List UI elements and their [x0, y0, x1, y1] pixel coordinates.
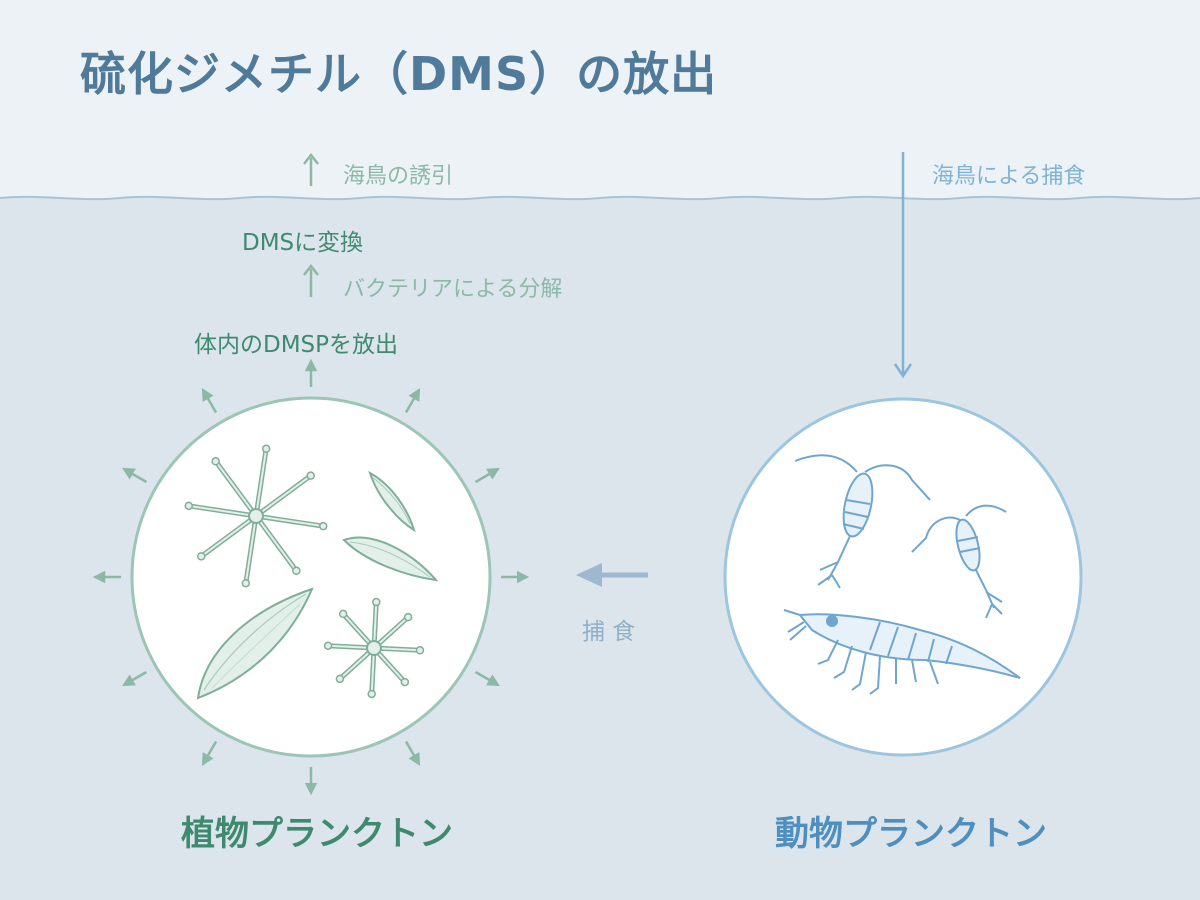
release-arrow: [121, 670, 148, 687]
arrow-down-seabird-predation: [893, 152, 913, 379]
dmsp-release-label: 体内のDMSPを放出: [194, 332, 399, 358]
release-arrow: [404, 740, 421, 767]
release-arrow: [121, 467, 148, 484]
dms-conversion-label: DMSに変換: [242, 230, 364, 256]
diatom-star-icon: [323, 597, 425, 699]
sky-area: [0, 0, 1200, 198]
krill-icon: [783, 609, 1021, 695]
page-title: 硫化ジメチル（DMS）の放出: [80, 47, 718, 101]
arrow-up-seabird: [303, 152, 319, 186]
seabird-attraction-label: 海鳥の誘引: [343, 164, 454, 189]
release-arrow: [201, 740, 218, 767]
bacterial-decomposition-label: バクテリアによる分解: [343, 277, 563, 302]
zooplankton-caption: 動物プランクトン: [775, 814, 1047, 854]
phytoplankton-caption: 植物プランクトン: [181, 814, 453, 854]
dmsp-release-arrows: [92, 358, 530, 796]
copepod-icon: [794, 454, 931, 589]
pennate-diatom-icon: [196, 587, 314, 700]
release-arrow: [474, 670, 501, 687]
water-surface: [0, 195, 1200, 201]
release-arrow: [201, 387, 218, 414]
predation-label: 捕 食: [582, 619, 636, 645]
arrow-left-predation: [576, 563, 648, 587]
release-arrow: [474, 467, 501, 484]
arrow-up-bacteria: [303, 263, 319, 297]
pennate-diatom-icon: [368, 470, 416, 533]
diatom-star-icon: [184, 444, 328, 588]
release-arrow: [404, 387, 421, 414]
pennate-diatom-icon: [342, 536, 439, 582]
seabird-predation-label: 海鳥による捕食: [932, 164, 1086, 189]
copepod-icon: [911, 504, 1007, 619]
zooplankton-circle: [723, 397, 1083, 757]
phytoplankton-circle: [130, 396, 492, 758]
